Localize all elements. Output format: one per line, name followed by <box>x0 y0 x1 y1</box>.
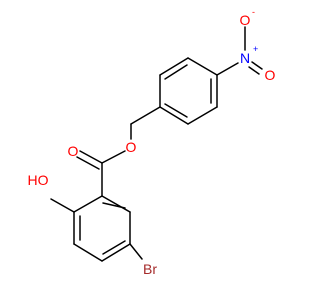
nitro-oxygen-label: O <box>265 67 276 83</box>
bond <box>101 150 126 164</box>
bond <box>159 57 189 76</box>
ester-oxygen-label: O <box>126 139 137 155</box>
bond <box>73 195 103 213</box>
bond <box>187 57 218 76</box>
bond <box>73 243 103 262</box>
bond <box>164 64 188 80</box>
bond <box>251 61 263 70</box>
bond <box>76 156 100 170</box>
bromine-label: Br <box>143 261 157 277</box>
bonds <box>50 26 263 262</box>
nitro-oxygen-minus-label: O <box>240 12 251 28</box>
bond <box>159 106 189 125</box>
bond <box>216 62 239 76</box>
bond <box>79 150 103 164</box>
bond <box>164 103 188 118</box>
nitro-nitrogen-charge: + <box>253 44 258 54</box>
bond <box>130 106 161 125</box>
bond <box>102 240 126 255</box>
bond <box>187 106 218 125</box>
molecule-structure-diagram: N + O - O O O HO Br <box>28 7 276 277</box>
hydroxyl-label: HO <box>28 172 49 188</box>
nitro-nitrogen-label: N <box>240 50 250 66</box>
bond <box>101 195 131 213</box>
nitro-oxygen-minus-charge: - <box>252 7 255 17</box>
bond <box>129 243 143 260</box>
bond <box>102 202 126 209</box>
bond <box>50 198 75 213</box>
carbonyl-oxygen-label: O <box>68 143 79 159</box>
bond <box>101 243 131 262</box>
atom-labels: N + O - O O O HO Br <box>28 7 276 277</box>
bond <box>248 66 260 75</box>
